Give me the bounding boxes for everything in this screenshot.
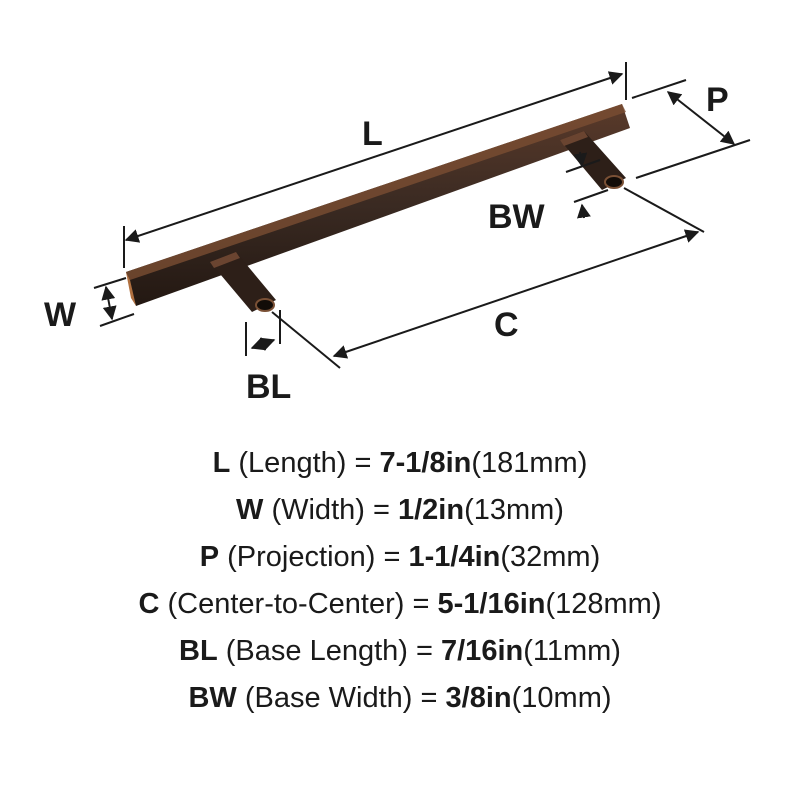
spec-name: (Projection) =: [219, 541, 409, 573]
spec-imperial: 3/8in: [445, 682, 512, 714]
spec-metric: (181mm): [471, 447, 588, 479]
dimension-lines: [93, 62, 751, 369]
base-length-label: BL: [246, 368, 291, 406]
spec-row-base-width: BW (Base Width) = 3/8in(10mm): [0, 675, 800, 722]
width-label: W: [44, 296, 77, 334]
spec-metric: (13mm): [464, 494, 564, 526]
spec-imperial: 1-1/4in: [408, 541, 501, 573]
spec-name: (Length) =: [230, 447, 380, 479]
spec-code: P: [199, 541, 220, 573]
spec-name: (Base Width) =: [236, 682, 446, 714]
spec-imperial: 7-1/8in: [379, 447, 472, 479]
spec-code: W: [236, 494, 264, 526]
spec-metric: (32mm): [500, 541, 601, 573]
spec-code: BW: [188, 682, 237, 714]
spec-imperial: 1/2in: [397, 494, 465, 526]
spec-code: BL: [179, 635, 218, 667]
spec-metric: (10mm): [511, 682, 612, 714]
spec-row-length: L (Length) = 7-1/8in(181mm): [0, 440, 800, 487]
spec-imperial: 5-1/16in: [437, 588, 546, 620]
projection-label: P: [706, 81, 729, 119]
spec-code: C: [138, 588, 160, 620]
spec-row-projection: P (Projection) = 1-1/4in(32mm): [0, 534, 800, 581]
spec-imperial: 7/16in: [441, 635, 524, 667]
base-width-label: BW: [488, 198, 546, 236]
handle-diagram: L W P C BL BW: [44, 62, 751, 406]
spec-list: L (Length) = 7-1/8in(181mm) W (Width) = …: [0, 440, 800, 740]
spec-metric: (128mm): [545, 588, 662, 620]
spec-code: L: [212, 447, 231, 479]
center-label: C: [494, 306, 519, 344]
spec-row-center: C (Center-to-Center) = 5-1/16in(128mm): [0, 581, 800, 628]
handle-post-left: [210, 252, 276, 312]
spec-name: (Center-to-Center) =: [159, 588, 438, 620]
length-label: L: [362, 115, 383, 153]
spec-row-width: W (Width) = 1/2in(13mm): [0, 487, 800, 534]
spec-name: (Base Length) =: [217, 635, 441, 667]
spec-metric: (11mm): [523, 635, 621, 667]
spec-name: (Width) =: [263, 494, 398, 526]
spec-row-base-length: BL (Base Length) = 7/16in(11mm): [0, 628, 800, 675]
